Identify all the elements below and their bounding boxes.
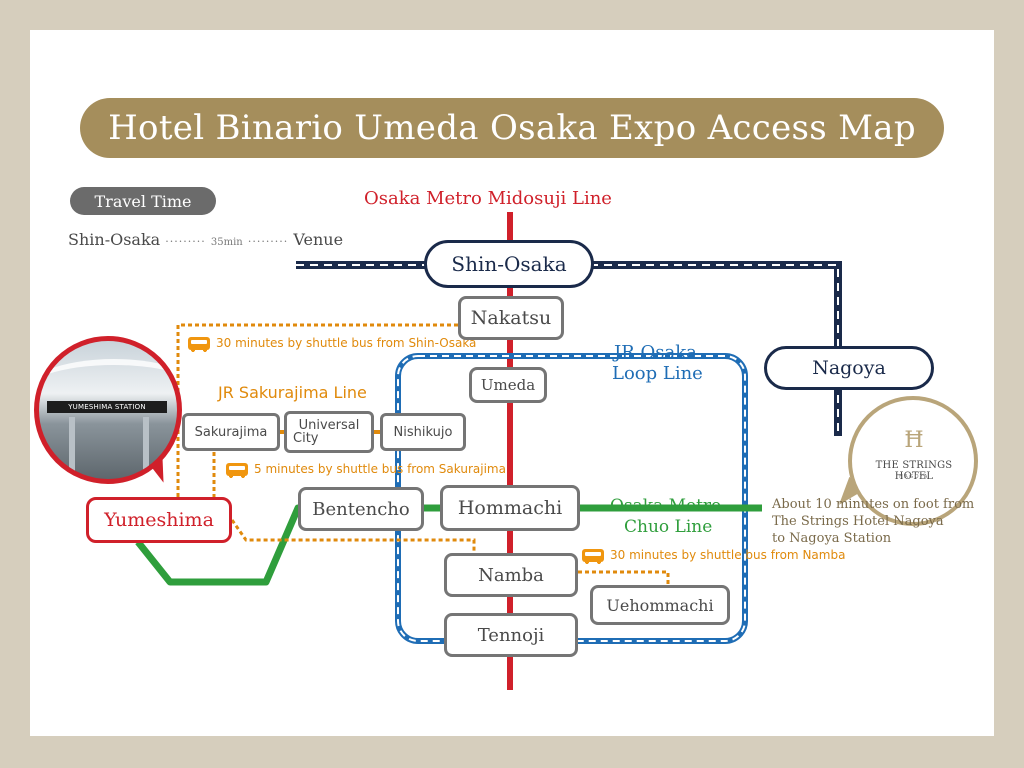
shuttle-route-namba-uehommachi <box>578 570 670 588</box>
midosuji-line-label: Osaka Metro Midosuji Line <box>364 188 612 209</box>
hotel-name: THE STRINGS HOTEL <box>875 460 953 482</box>
shuttle-note-text: 30 minutes by shuttle bus from Namba <box>610 548 846 562</box>
station-universal-city: Universal City <box>284 411 374 453</box>
loop-line-label-1: JR Osaka <box>614 342 697 363</box>
station-tennoji: Tennoji <box>444 613 578 657</box>
station-sakurajima: Sakurajima <box>182 413 280 451</box>
station-nagoya: Nagoya <box>764 346 934 390</box>
travel-time-row: Shin-Osaka ········· 35min ········· Ven… <box>68 230 343 249</box>
station-hommachi: Hommachi <box>440 485 580 531</box>
hotel-logo-icon: Ħ <box>904 428 924 453</box>
dotted-leader: ········· <box>165 235 206 248</box>
hotel-walk-line-2: The Strings Hotel Nagoya <box>772 514 944 529</box>
bus-icon <box>582 548 604 564</box>
shuttle-note-namba: 30 minutes by shuttle bus from Namba <box>582 548 846 564</box>
travel-time-duration: 35min <box>210 237 243 248</box>
shuttle-note-shin-osaka: 30 minutes by shuttle bus from Shin-Osak… <box>188 336 477 352</box>
station-bentencho: Bentencho <box>298 487 424 531</box>
hotel-walk-line-3: to Nagoya Station <box>772 531 892 546</box>
yumeshima-station-photo: YUMESHIMA STATION <box>34 336 182 484</box>
station-uehommachi: Uehommachi <box>590 585 730 625</box>
travel-time-from: Shin-Osaka <box>68 230 161 249</box>
page-title: Hotel Binario Umeda Osaka Expo Access Ma… <box>80 98 944 158</box>
bus-icon <box>226 462 248 478</box>
photo-roof <box>39 359 177 435</box>
travel-time-label: Travel Time <box>70 187 216 215</box>
loop-line-label-2: Loop Line <box>612 363 703 384</box>
station-nishikujo: Nishikujo <box>380 413 466 451</box>
chuo-line-label: Osaka Metro Chuo Line <box>610 496 721 538</box>
station-universal-line2: City <box>293 431 319 446</box>
station-nakatsu: Nakatsu <box>458 296 564 340</box>
station-shin-osaka: Shin-Osaka <box>424 240 594 288</box>
shuttle-note-text: 5 minutes by shuttle bus from Sakurajima <box>254 462 506 476</box>
chuo-line-label-2: Chuo Line <box>624 517 713 537</box>
shuttle-route-shin-osaka <box>176 323 458 498</box>
photo-pillar <box>143 417 149 477</box>
shuttle-note-sakurajima: 5 minutes by shuttle bus from Sakurajima <box>226 462 506 478</box>
chuo-line-label-1: Osaka Metro <box>610 496 722 516</box>
station-namba: Namba <box>444 553 578 597</box>
bus-icon <box>188 336 210 352</box>
loop-line-label: JR Osaka Loop Line <box>612 342 703 384</box>
station-universal-line1: Universal <box>298 418 360 433</box>
shuttle-note-text: 30 minutes by shuttle bus from Shin-Osak… <box>216 336 477 350</box>
shinkansen-line <box>296 261 842 436</box>
sakurajima-line-label: JR Sakurajima Line <box>218 383 367 402</box>
dotted-leader: ········· <box>247 235 289 248</box>
photo-pillar <box>69 417 75 477</box>
hotel-bubble <box>848 396 978 526</box>
hotel-city: NAGOYA <box>899 474 929 480</box>
photo-station-sign: YUMESHIMA STATION <box>47 401 167 413</box>
travel-time-to: Venue <box>293 230 344 249</box>
station-umeda: Umeda <box>469 367 547 403</box>
hotel-walk-line-1: About 10 minutes on foot from <box>772 497 975 512</box>
station-yumeshima: Yumeshima <box>86 497 232 543</box>
